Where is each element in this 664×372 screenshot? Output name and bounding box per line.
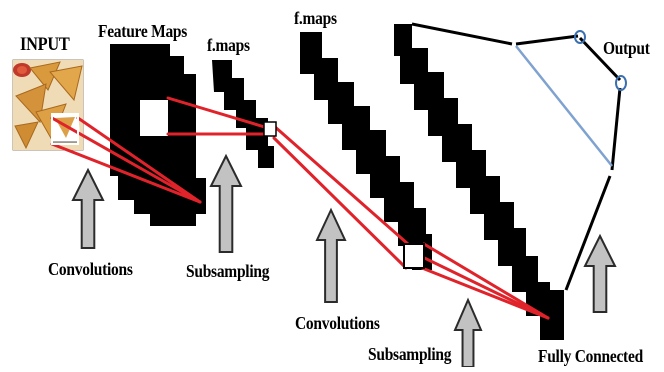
feature-map-2 xyxy=(212,60,274,168)
input-label: INPUT xyxy=(20,34,70,55)
feature-map-3 xyxy=(300,32,432,270)
process-arrows xyxy=(71,153,617,368)
map-window-2 xyxy=(403,243,425,269)
fully-connected-label: Fully Connected xyxy=(538,346,643,366)
receptive-field-lines xyxy=(50,96,550,320)
connection-line xyxy=(50,116,202,204)
convolutions-label-1: Convolutions xyxy=(48,259,133,279)
connection-line xyxy=(272,124,410,246)
f-maps-label-2: f.maps xyxy=(294,8,337,28)
connection-line xyxy=(420,266,550,320)
samosa-icon xyxy=(13,60,83,150)
fully-connected-arrow xyxy=(583,233,617,313)
convolutions-label-2: Convolutions xyxy=(295,313,380,333)
feature-map-4 xyxy=(394,24,564,340)
fc-line xyxy=(578,36,622,82)
subsampling-arrow-2 xyxy=(453,297,483,368)
fc-line xyxy=(610,87,622,171)
convolutions-arrow-2 xyxy=(315,207,347,303)
connection-line xyxy=(166,96,270,130)
feature-map-1 xyxy=(110,44,206,226)
feature-maps-label: Feature Maps xyxy=(98,21,188,41)
f-maps-label-1: f.maps xyxy=(207,35,250,55)
subsampling-label-1: Subsampling xyxy=(186,261,270,281)
connection-line xyxy=(76,116,202,204)
output-label: Output xyxy=(603,38,650,58)
receptive-field-windows xyxy=(51,113,425,269)
fully-connected-lines xyxy=(411,22,627,291)
output-node xyxy=(615,75,627,91)
map-window-1 xyxy=(263,121,277,137)
subsampling-label-2: Subsampling xyxy=(368,344,452,364)
connection-line xyxy=(272,136,408,270)
connection-line xyxy=(50,142,202,204)
fc-line xyxy=(564,175,612,291)
convolutions-arrow-1 xyxy=(71,167,105,249)
connection-line xyxy=(422,242,550,320)
fc-line xyxy=(515,34,579,46)
subsampling-arrow-1 xyxy=(209,153,243,253)
output-connector-line xyxy=(515,45,613,167)
feature-maps-stack xyxy=(110,24,564,340)
fc-line xyxy=(411,22,513,46)
connection-line xyxy=(406,248,550,320)
output-node xyxy=(574,30,586,44)
input-window xyxy=(51,113,79,145)
input-image xyxy=(12,59,84,151)
